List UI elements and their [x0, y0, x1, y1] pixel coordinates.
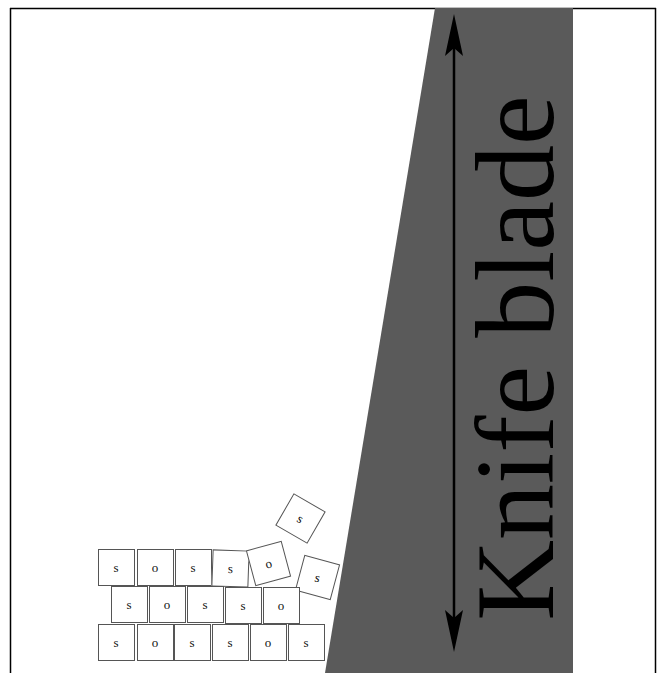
ion-letter: o [263, 556, 273, 570]
ion-letter: s [313, 570, 321, 584]
ion-square: s [98, 549, 135, 586]
ion-square: s [212, 624, 249, 661]
ion-letter: o [164, 598, 171, 611]
ion-letter: o [265, 636, 272, 649]
ion-square: s [175, 549, 212, 586]
ion-square: s [275, 493, 326, 544]
ion-square: s [111, 586, 148, 623]
ion-letter: s [227, 561, 233, 574]
ion-letter: s [113, 636, 118, 649]
ion-letter: o [152, 636, 159, 649]
ion-square: s [294, 554, 339, 599]
ion-letter: s [113, 561, 118, 574]
ion-letter: s [190, 561, 195, 574]
ion-square: o [137, 624, 174, 661]
ion-letter: s [303, 636, 308, 649]
ion-square: s [288, 624, 325, 661]
ion-letter: s [295, 511, 306, 525]
knife-blade: Knife blade [325, 8, 573, 673]
ion-letter: s [202, 598, 207, 611]
ion-square: s [225, 587, 262, 624]
ion-square: s [211, 549, 249, 587]
ion-square: o [263, 587, 300, 624]
ion-letter: s [126, 598, 131, 611]
frame-line [655, 8, 657, 673]
ion-square: o [137, 549, 174, 586]
blade-label: Knife blade [459, 95, 571, 621]
ion-square: s [98, 624, 135, 661]
ion-letter: s [227, 636, 232, 649]
ion-square: o [245, 540, 290, 585]
ion-square: o [250, 624, 287, 661]
frame-line [10, 8, 12, 673]
length-arrow [453, 32, 456, 634]
arrow-head [445, 14, 463, 56]
ion-square: s [174, 624, 211, 661]
ion-letter: s [189, 636, 194, 649]
ion-letter: o [278, 599, 285, 612]
ion-square: s [187, 586, 224, 623]
ion-letter: s [240, 599, 245, 612]
ion-square: o [149, 586, 186, 623]
ion-letter: o [152, 561, 159, 574]
blade-body [325, 8, 573, 673]
